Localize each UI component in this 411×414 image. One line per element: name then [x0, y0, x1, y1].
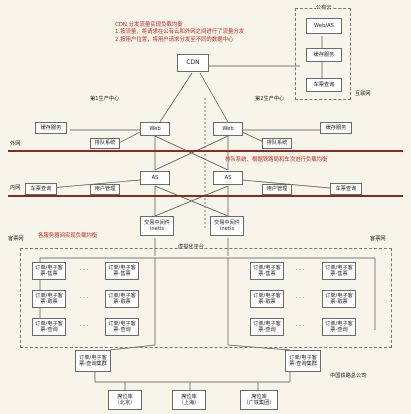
queue-box-dc1: 排队系统: [90, 138, 120, 149]
internal-net-bar: [8, 195, 403, 197]
virtual-platform-label: 虚拟化平台: [178, 244, 204, 250]
seat-db-guangtie: 席位库 （广铁集团）: [240, 390, 278, 410]
order-cluster-left: 订单/电子客 票-查询集群: [75, 350, 111, 372]
external-net-label: 外网: [10, 141, 21, 147]
order-refund-mid-left: 订单/电子客 票-取票: [105, 290, 139, 308]
order-refund-right: 订单/电子客 票-取票: [322, 290, 356, 308]
dc1-label: 第1生产中心: [90, 96, 120, 102]
order-sell-right: 订单/电子客 票-售票: [322, 262, 356, 280]
top-note-line1: 1.按流量，将请求在公有云和外网之间进行了流量分发: [115, 29, 245, 36]
as-box-dc2: AS: [213, 171, 243, 185]
public-cache-box: 缓存服务: [306, 48, 342, 62]
dots-1: · · ·: [80, 267, 89, 273]
dc2-label: 第2生产中心: [255, 96, 285, 102]
web-box-dc2: Web: [213, 122, 243, 136]
order-region: [20, 248, 392, 348]
seat-db-shanghai: 席位库 （上海）: [172, 390, 206, 410]
dots-3: · · ·: [80, 323, 89, 329]
public-web-as-box: Web/AS: [306, 18, 342, 34]
web-box-dc1: Web: [140, 122, 170, 136]
queue-box-dc2: 排队系统: [262, 138, 292, 149]
order-sell-mid-right: 订单/电子客 票-售票: [250, 262, 284, 280]
internet-label: 互联网: [355, 91, 371, 97]
order-cluster-right: 订单/电子客 票-查询集群: [285, 350, 321, 372]
dots-6: · · ·: [296, 323, 305, 329]
passenger-net-label-right: 客票网: [370, 236, 386, 242]
public-ticket-box: 车票查询: [306, 78, 342, 92]
order-query-left: 订单/电子客 票-查询: [32, 318, 66, 336]
user-mgmt-dc1: 用户管理: [90, 184, 120, 195]
ticket-query-dc2: 车票查询: [330, 183, 362, 195]
order-sell-mid-left: 订单/电子客 票-售票: [105, 262, 139, 280]
as-box-dc1: AS: [140, 171, 170, 185]
internal-net-label: 内网: [10, 185, 21, 191]
top-note: CDN 分发流量实现负载均衡 1.按流量，将请求在公有云和外网之间进行了流量分发…: [115, 22, 244, 44]
top-note-title: CDN 分发流量实现负载均衡: [115, 22, 183, 28]
order-refund-mid-right: 订单/电子客 票-取票: [250, 290, 284, 308]
seat-db-beijing: 席位库 （北京）: [108, 390, 142, 410]
order-query-mid-left: 订单/电子客 票-查询: [105, 318, 139, 336]
middleware-dc2: 交易中间件 inetis: [210, 216, 244, 236]
server-note: 各服务器间实现负载均衡: [38, 233, 98, 239]
top-note-line2: 2.按用户位置，将用户请求分发至不同的数据中心: [115, 36, 234, 43]
order-query-right: 订单/电子客 票-查询: [322, 318, 356, 336]
cdn-box: CDN: [177, 54, 209, 72]
railway-label: 中国铁路总公司: [330, 373, 367, 379]
external-net-bar: [8, 150, 403, 152]
ticket-query-dc1: 车票查询: [25, 183, 57, 195]
cache-box-dc2: 缓存服务: [320, 122, 352, 134]
dots-2: · · ·: [80, 295, 89, 301]
middleware-dc1: 交易中间件 inetis: [140, 216, 174, 236]
cache-box-dc1: 缓存服务: [35, 122, 67, 134]
public-cloud-label: 公有云: [316, 4, 332, 11]
dots-4: · · ·: [296, 267, 305, 273]
dots-5: · · ·: [296, 295, 305, 301]
order-query-mid-right: 订单/电子客 票-查询: [250, 318, 284, 336]
order-sell-left: 订单/电子客 票-售票: [32, 262, 66, 280]
passenger-net-label-left: 客票网: [8, 236, 24, 242]
user-mgmt-dc2: 用户管理: [262, 184, 292, 195]
order-refund-left: 订单/电子客 票-取票: [32, 290, 66, 308]
queue-note: 排队系统、根据铁路局和车次进行负载均衡: [225, 157, 328, 163]
